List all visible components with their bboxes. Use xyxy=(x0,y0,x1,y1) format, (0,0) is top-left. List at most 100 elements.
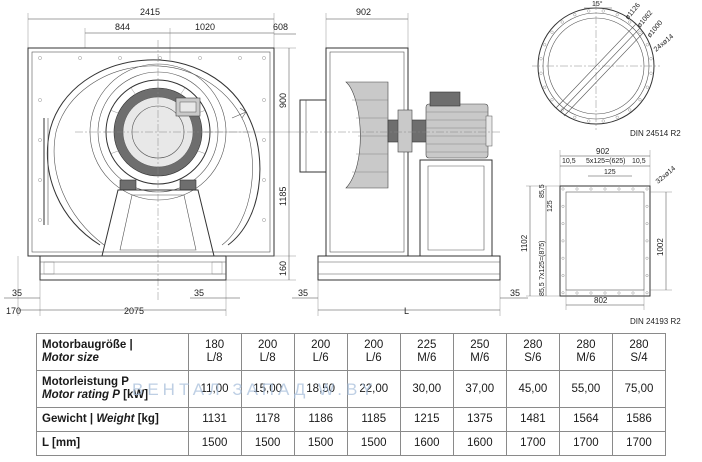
rect-bolt-hole xyxy=(631,291,635,295)
flange-bolt-hole xyxy=(587,119,591,123)
rect-bolt-hole xyxy=(603,291,607,295)
rect-bolt-hole xyxy=(631,187,635,191)
label-motor-rating-unit: [kW] xyxy=(123,389,149,401)
motor-rating-4: 22,00 xyxy=(346,370,401,408)
rect-bolt-hole xyxy=(561,291,565,295)
rect-bolt-hole xyxy=(617,187,621,191)
flange-bolt-hole xyxy=(539,57,543,61)
weight-4: 1185 xyxy=(346,407,401,432)
motor-rating-7: 45,00 xyxy=(505,370,560,408)
flange-bolt-hole xyxy=(628,20,632,24)
weight-9: 1586 xyxy=(611,407,667,432)
flange-bolt-hole xyxy=(543,43,547,47)
dim-35-left: 35 xyxy=(12,288,22,298)
motor-size-5-frame: 225 xyxy=(417,339,437,351)
rect-bolt-hole xyxy=(645,239,649,243)
flange-bolt-hole xyxy=(550,30,554,34)
rect-bolt-hole xyxy=(561,256,565,260)
motor-size-6-frame: 250 xyxy=(470,339,490,351)
rect-1002: 1002 xyxy=(656,238,665,256)
dim-35-mid: 35 xyxy=(194,288,204,298)
dim-170: 170 xyxy=(6,306,21,316)
rect-85-5-top: 85,5 xyxy=(539,184,546,198)
motor-rating-6: 37,00 xyxy=(452,370,507,408)
rect-bolt-hole xyxy=(589,291,593,295)
weight-7: 1481 xyxy=(505,407,560,432)
rect-bolt-hole xyxy=(645,222,649,226)
rect-bolt-hole xyxy=(645,204,649,208)
label-motor-size-de: Motorbaugröße | xyxy=(42,339,133,351)
motor-rating-2: 15,00 xyxy=(240,370,295,408)
label-weight-en: Weight xyxy=(96,413,135,425)
motor-rating-3: 18,50 xyxy=(293,370,348,408)
rect-10-5-b: 10,5 xyxy=(632,158,646,165)
label-weight-unit: [kg] xyxy=(137,413,159,425)
length-7: 1700 xyxy=(505,431,560,456)
technical-drawing: 2415 844 1020 xyxy=(4,0,681,326)
rect-bolt-hole xyxy=(645,187,649,191)
motor-size-8-frame: 280 xyxy=(576,339,596,351)
flange-bolt-hole xyxy=(550,98,554,102)
dim-front-width: 2415 xyxy=(140,7,160,17)
flange-bolt-hole xyxy=(560,20,564,24)
flange-d3: ø1000 xyxy=(646,19,664,39)
dim-side-35-left: 35 xyxy=(298,288,308,298)
label-length: L [mm] xyxy=(36,431,189,456)
length-5: 1600 xyxy=(399,431,454,456)
rect-bolt-hole xyxy=(561,274,565,277)
rect-standard: DIN 24193 R2 xyxy=(630,317,681,326)
motor-size-3-frame: 200 xyxy=(311,339,331,351)
rect-802: 802 xyxy=(594,296,608,305)
dim-1020: 1020 xyxy=(195,22,215,32)
inlet-flange-view: 15° ø1126 ø1082 ø1000 24xø14 DIN 24514 R… xyxy=(532,0,681,138)
rect-bolt-hole xyxy=(645,256,649,260)
rect-bolt-hole xyxy=(561,187,565,191)
rect-bolt-hole xyxy=(561,222,565,226)
motor-rating-8: 55,00 xyxy=(558,370,613,408)
dim-1185: 1185 xyxy=(278,187,288,206)
dim-side-902: 902 xyxy=(356,7,371,17)
label-motor-rating-de: Motorleistung P xyxy=(42,376,129,388)
flange-bolt-hole xyxy=(628,108,632,112)
flange-d2: ø1082 xyxy=(636,9,654,29)
rect-85-5-bottom: 85,5 xyxy=(539,282,546,296)
weight-8: 1564 xyxy=(558,407,613,432)
flange-bolt-hole xyxy=(573,115,577,119)
dim-side-35-right: 35 xyxy=(510,288,520,298)
rect-bolt-hole xyxy=(561,204,565,208)
length-8: 1700 xyxy=(558,431,613,456)
motor-size-8-type: M/6 xyxy=(576,352,596,364)
rect-bolt-hole xyxy=(575,187,579,191)
rect-10-5-a: 10,5 xyxy=(562,158,576,165)
label-motor-rating-en: Motor rating P xyxy=(42,389,120,401)
motor-size-1-type: L/8 xyxy=(206,352,223,364)
rect-125: 125 xyxy=(604,169,616,176)
outlet-flange-view: 902 10,5 5x125=(625) 10,5 125 32xø14 110… xyxy=(520,147,681,326)
motor-size-2-frame: 200 xyxy=(258,339,278,351)
flange-bolt-hole xyxy=(638,30,642,34)
flange-standard: DIN 24514 R2 xyxy=(630,129,681,138)
motor-size-4-type: L/6 xyxy=(365,352,382,364)
label-motor-size-en: Motor size xyxy=(42,352,99,364)
flange-bolt-hole xyxy=(615,115,619,119)
side-view: 902 xyxy=(292,7,528,316)
flange-bolt-hole xyxy=(543,85,547,89)
flange-bolt-hole xyxy=(645,43,649,47)
motor-size-6-type: M/6 xyxy=(470,352,490,364)
rect-7x125: 7x125=(875) xyxy=(539,240,546,280)
motor-size-4-frame: 200 xyxy=(364,339,384,351)
length-9: 1700 xyxy=(611,431,667,456)
flange-bolt-hole xyxy=(539,71,543,75)
length-1: 1500 xyxy=(187,431,242,456)
weight-6: 1375 xyxy=(452,407,507,432)
flange-bolt-hole xyxy=(573,13,577,17)
dim-844: 844 xyxy=(115,22,130,32)
flange-angle: 15° xyxy=(592,0,603,8)
flange-holes: 24xø14 xyxy=(653,33,675,53)
flange-bolt-hole xyxy=(649,71,653,75)
front-view: 2415 844 1020 xyxy=(4,7,296,316)
dim-608: 608 xyxy=(273,22,288,32)
dim-side-L: L xyxy=(404,306,409,316)
rect-bolt-hole xyxy=(603,187,607,191)
